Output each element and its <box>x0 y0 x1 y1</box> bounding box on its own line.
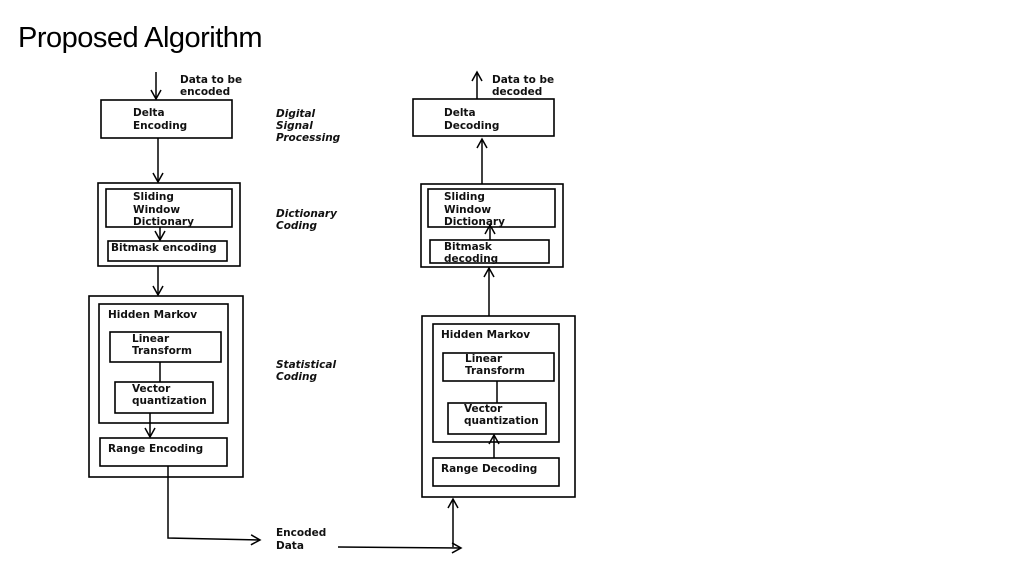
vector-quantization-label: Vector quantization <box>132 383 207 407</box>
encoder-input-label: Data to be encoded <box>180 74 246 98</box>
bitmask-encoding-label: Bitmask encoding <box>111 242 217 254</box>
sliding-window-dictionary-label: Sliding Window Dictionary <box>133 191 194 228</box>
range-decoding-label: Range Decoding <box>441 463 537 475</box>
decoder-column: Hidden Markov Linear Transform Vector qu… <box>412 70 576 547</box>
stage-label-dsp: Digital Signal Processing <box>276 108 341 144</box>
range-to-encoded-data-arrow <box>167 466 262 546</box>
linear-transform-label: Linear Transform <box>132 333 192 357</box>
page-title: Proposed Algorithm <box>18 22 263 54</box>
encoded-data-label: Encoded Data <box>276 527 330 552</box>
sliding-window-dictionary-box <box>105 188 233 228</box>
decoder-sliding-window-label: Sliding Window Dictionary <box>444 191 505 228</box>
range-encoding-box <box>99 437 228 467</box>
statistical-decoding-group-box <box>421 315 576 498</box>
decoder-linear-transform-label: Linear Transform <box>465 353 525 377</box>
hidden-markov-box <box>98 303 229 424</box>
dictionary-decoding-group-box <box>420 183 564 268</box>
encoded-data-to-decoder-arrow <box>337 542 463 554</box>
dictionary-coding-group-box <box>97 182 241 267</box>
encoder-column: Data to be encoded Delta Encoding Slidin… <box>88 72 262 546</box>
stage-labels: Digital Signal Processing Dictionary Cod… <box>276 108 463 554</box>
range-encoding-label: Range Encoding <box>108 443 203 455</box>
statistical-coding-group-box <box>88 295 244 478</box>
range-decoding-box <box>432 457 560 487</box>
delta-decoding-label: Delta Decoding <box>444 107 499 132</box>
decoder-hidden-markov-label: Hidden Markov <box>441 329 530 341</box>
stage-label-dictionary: Dictionary Coding <box>276 208 341 232</box>
bitmask-decoding-label: Bitmask decoding <box>444 241 498 265</box>
bitmask-encoding-box <box>107 240 228 262</box>
decoder-vector-quantization-label: Vector quantization <box>464 403 539 427</box>
delta-decoding-box <box>412 98 555 137</box>
hidden-markov-label: Hidden Markov <box>108 309 197 321</box>
vector-quantization-box <box>114 381 214 414</box>
decoder-output-label: Data to be decoded <box>492 74 558 98</box>
delta-encoding-label: Delta Encoding <box>133 107 187 132</box>
stage-label-statistical: Statistical Coding <box>276 359 340 383</box>
delta-encoding-box <box>100 99 233 139</box>
decoder-linear-transform-box <box>442 352 555 382</box>
linear-transform-box <box>109 331 222 363</box>
